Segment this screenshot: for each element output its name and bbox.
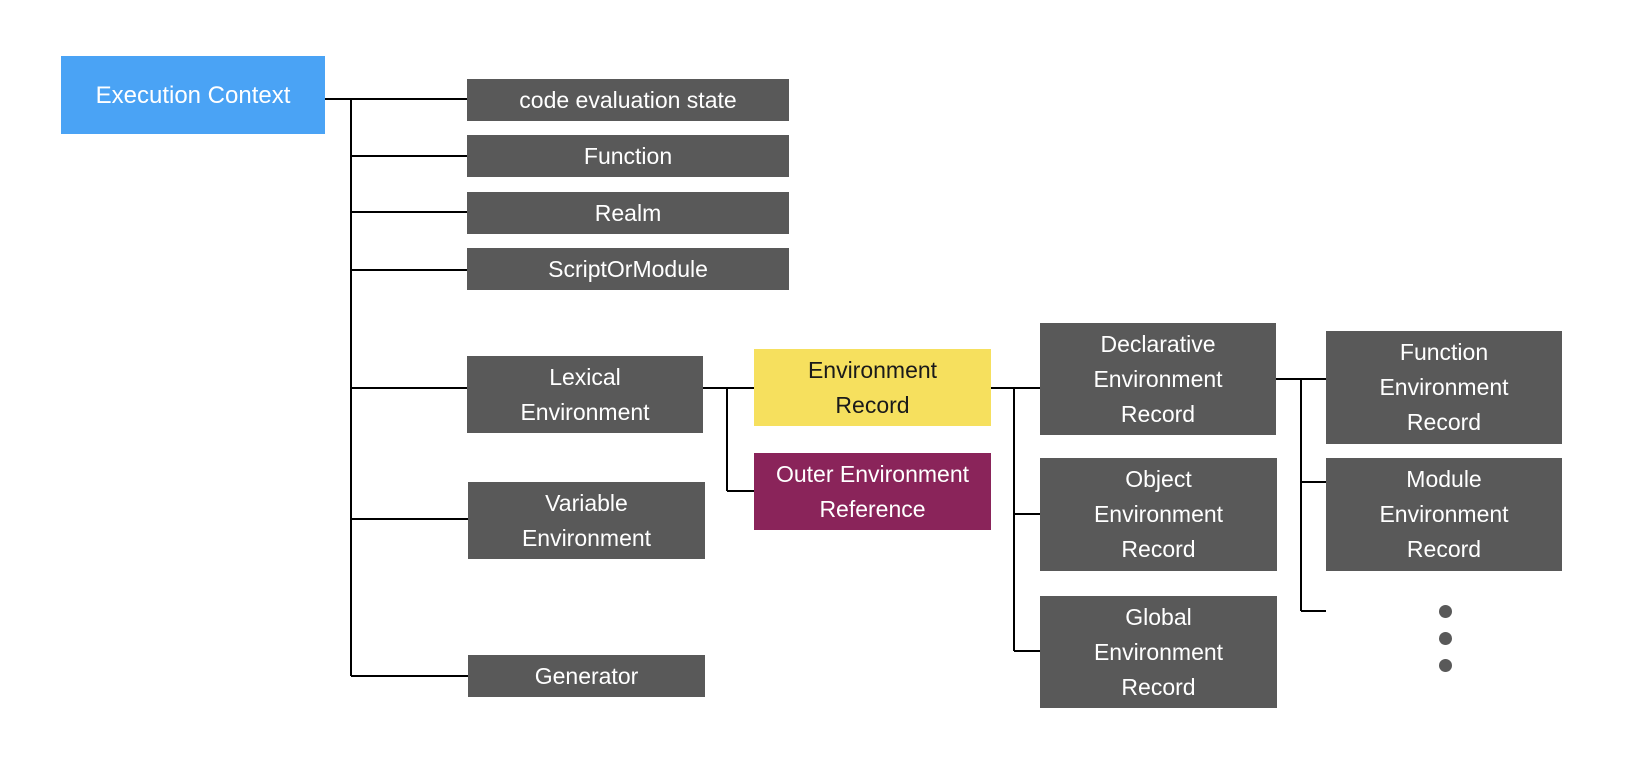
execution-context-node: Execution Context [61,56,325,134]
ellipsis-dot [1439,605,1452,618]
global-environment-record-node: Global Environment Record [1040,596,1277,708]
ellipsis-dot [1439,632,1452,645]
lexical-environment-node: Lexical Environment [467,356,703,433]
module-environment-record-node: Module Environment Record [1326,458,1562,571]
object-environment-record-node: Object Environment Record [1040,458,1277,571]
function-environment-record-node: Function Environment Record [1326,331,1562,444]
variable-environment-node: Variable Environment [468,482,705,559]
realm-node: Realm [467,192,789,234]
generator-node: Generator [468,655,705,697]
declarative-environment-record-node: Declarative Environment Record [1040,323,1276,435]
outer-environment-reference-node: Outer Environment Reference [754,453,991,530]
ellipsis-dot [1439,659,1452,672]
environment-record-node: Environment Record [754,349,991,426]
function-node: Function [467,135,789,177]
code-evaluation-state-node: code evaluation state [467,79,789,121]
script-or-module-node: ScriptOrModule [467,248,789,290]
